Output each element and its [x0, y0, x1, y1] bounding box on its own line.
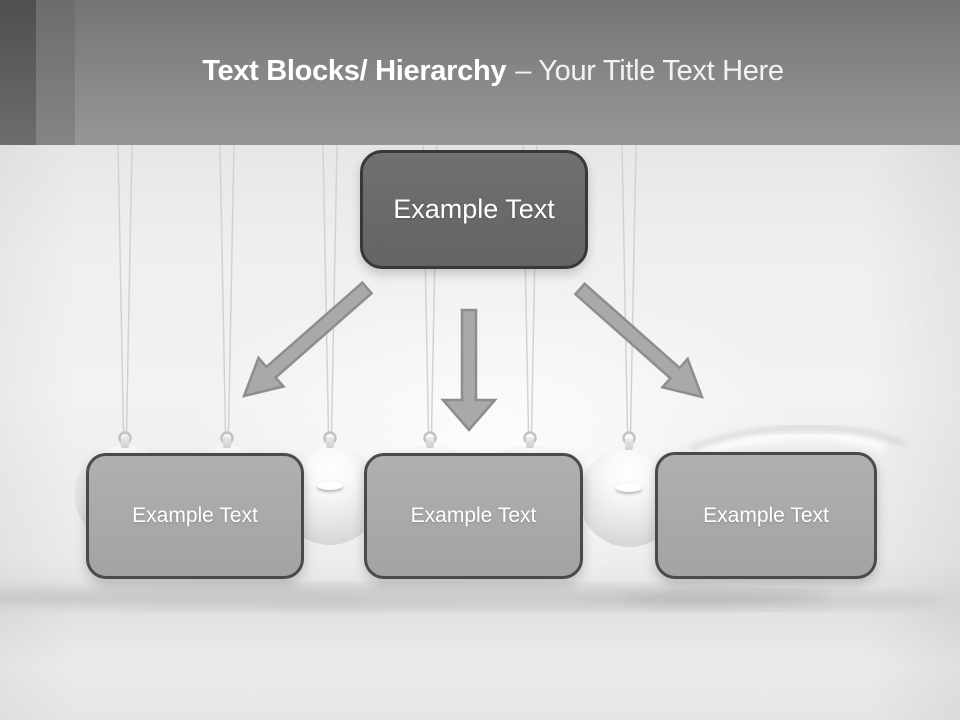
- hierarchy-root-box[interactable]: Example Text: [360, 150, 588, 269]
- slide-title-primary: Text Blocks/ Hierarchy: [202, 55, 507, 87]
- hierarchy-child-box-2[interactable]: Example Text: [364, 453, 583, 579]
- slide-header: Text Blocks/ Hierarchy– Your Title Text …: [0, 0, 960, 145]
- accent-band-mid: [36, 0, 75, 145]
- child-box-label: Example Text: [410, 504, 537, 527]
- slide-title[interactable]: Text Blocks/ Hierarchy– Your Title Text …: [0, 54, 960, 88]
- child-box-label: Example Text: [132, 504, 258, 527]
- child-box-label: Example Text: [703, 503, 829, 527]
- root-box-label: Example Text: [393, 194, 555, 224]
- slide-title-secondary: – Your Title Text Here: [515, 55, 784, 87]
- hierarchy-child-box-1[interactable]: Example Text: [86, 453, 304, 579]
- accent-band-dark: [0, 0, 36, 145]
- hierarchy-child-box-3[interactable]: Example Text: [655, 452, 877, 579]
